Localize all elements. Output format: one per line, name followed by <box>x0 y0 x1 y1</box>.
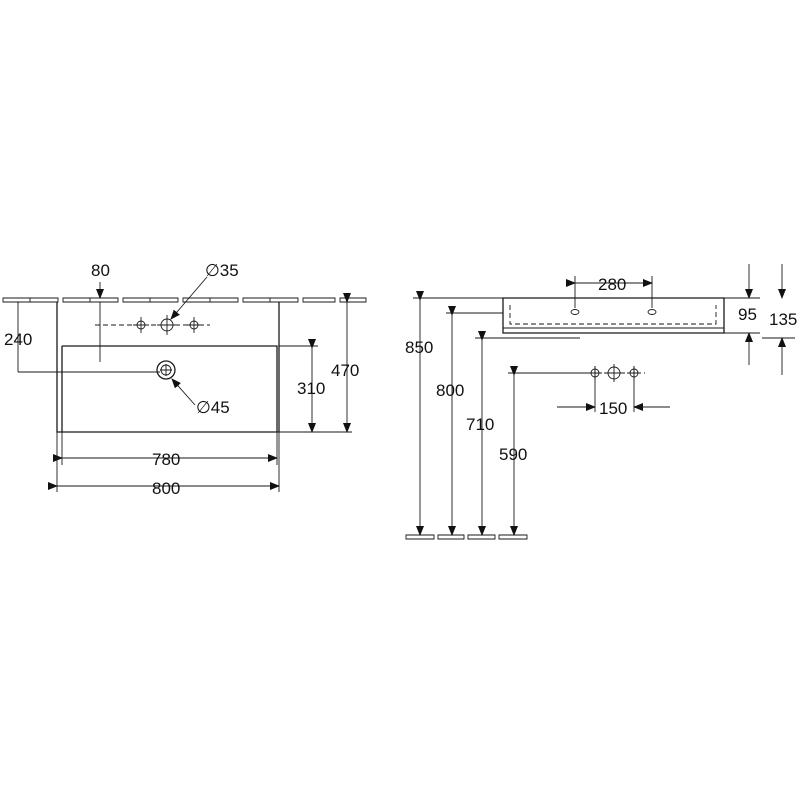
wall-line <box>2 297 367 303</box>
dim-780: 780 <box>152 450 180 469</box>
bowl-outline <box>61 345 278 432</box>
floor-line <box>405 534 528 540</box>
dim-710: 710 <box>466 415 494 434</box>
dim-150: 150 <box>599 399 627 418</box>
dim-850: 850 <box>405 338 433 357</box>
dim-diameter-35: ∅35 <box>205 261 239 280</box>
dim-135: 135 <box>769 310 797 329</box>
dim-310: 310 <box>297 379 325 398</box>
dim-240: 240 <box>4 330 32 349</box>
overflow-hole-right <box>647 309 657 315</box>
dim-470: 470 <box>331 361 359 380</box>
dim-590: 590 <box>499 445 527 464</box>
dim-280: 280 <box>598 275 626 294</box>
dim-80: 80 <box>91 261 110 280</box>
overflow-hole-left <box>570 309 580 315</box>
side-view: 280 95 135 850 800 710 590 <box>405 264 797 540</box>
front-view: 80 ∅35 240 ∅45 310 470 780 800 <box>2 261 367 498</box>
dim-800: 800 <box>152 479 180 498</box>
dim-95: 95 <box>738 305 757 324</box>
dim-800-height: 800 <box>436 381 464 400</box>
drain <box>156 360 176 380</box>
dim-diameter-45: ∅45 <box>196 398 230 417</box>
basin-outline <box>56 302 280 433</box>
